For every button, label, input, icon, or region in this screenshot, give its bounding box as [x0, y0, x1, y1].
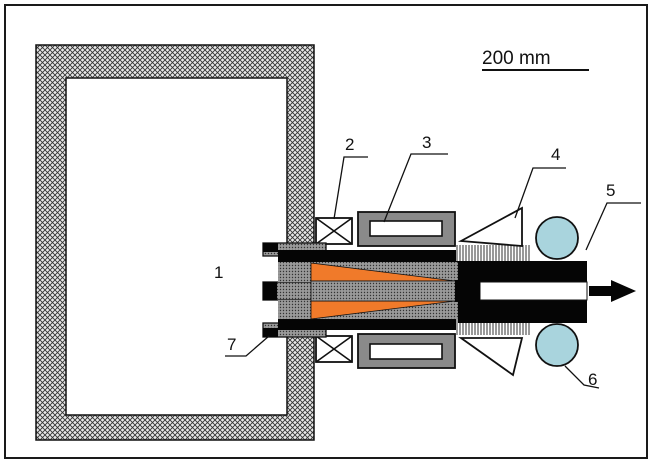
roller-top	[535, 216, 579, 260]
rollers-6	[535, 216, 579, 367]
furnace	[35, 44, 315, 441]
label-3: 3	[422, 133, 431, 152]
label-4: 4	[551, 145, 560, 164]
output-arrow	[589, 280, 636, 302]
tube-bore	[479, 281, 588, 301]
coil-3	[357, 211, 456, 369]
label-5: 5	[606, 181, 615, 200]
furnace-insulation	[35, 44, 315, 441]
label-2: 2	[345, 135, 354, 154]
cooler-top	[457, 206, 523, 247]
label-6: 6	[588, 370, 597, 389]
tube-5	[455, 261, 588, 323]
roller-bottom	[535, 323, 579, 367]
leader-lines	[225, 153, 641, 389]
label-1: 1	[214, 263, 223, 282]
cooler-bottom	[458, 337, 524, 377]
label-7: 7	[227, 335, 236, 354]
cooler-4	[457, 206, 524, 377]
scale-bar-label: 200 mm	[482, 48, 551, 69]
scale-bar: 200 mm	[482, 48, 589, 71]
